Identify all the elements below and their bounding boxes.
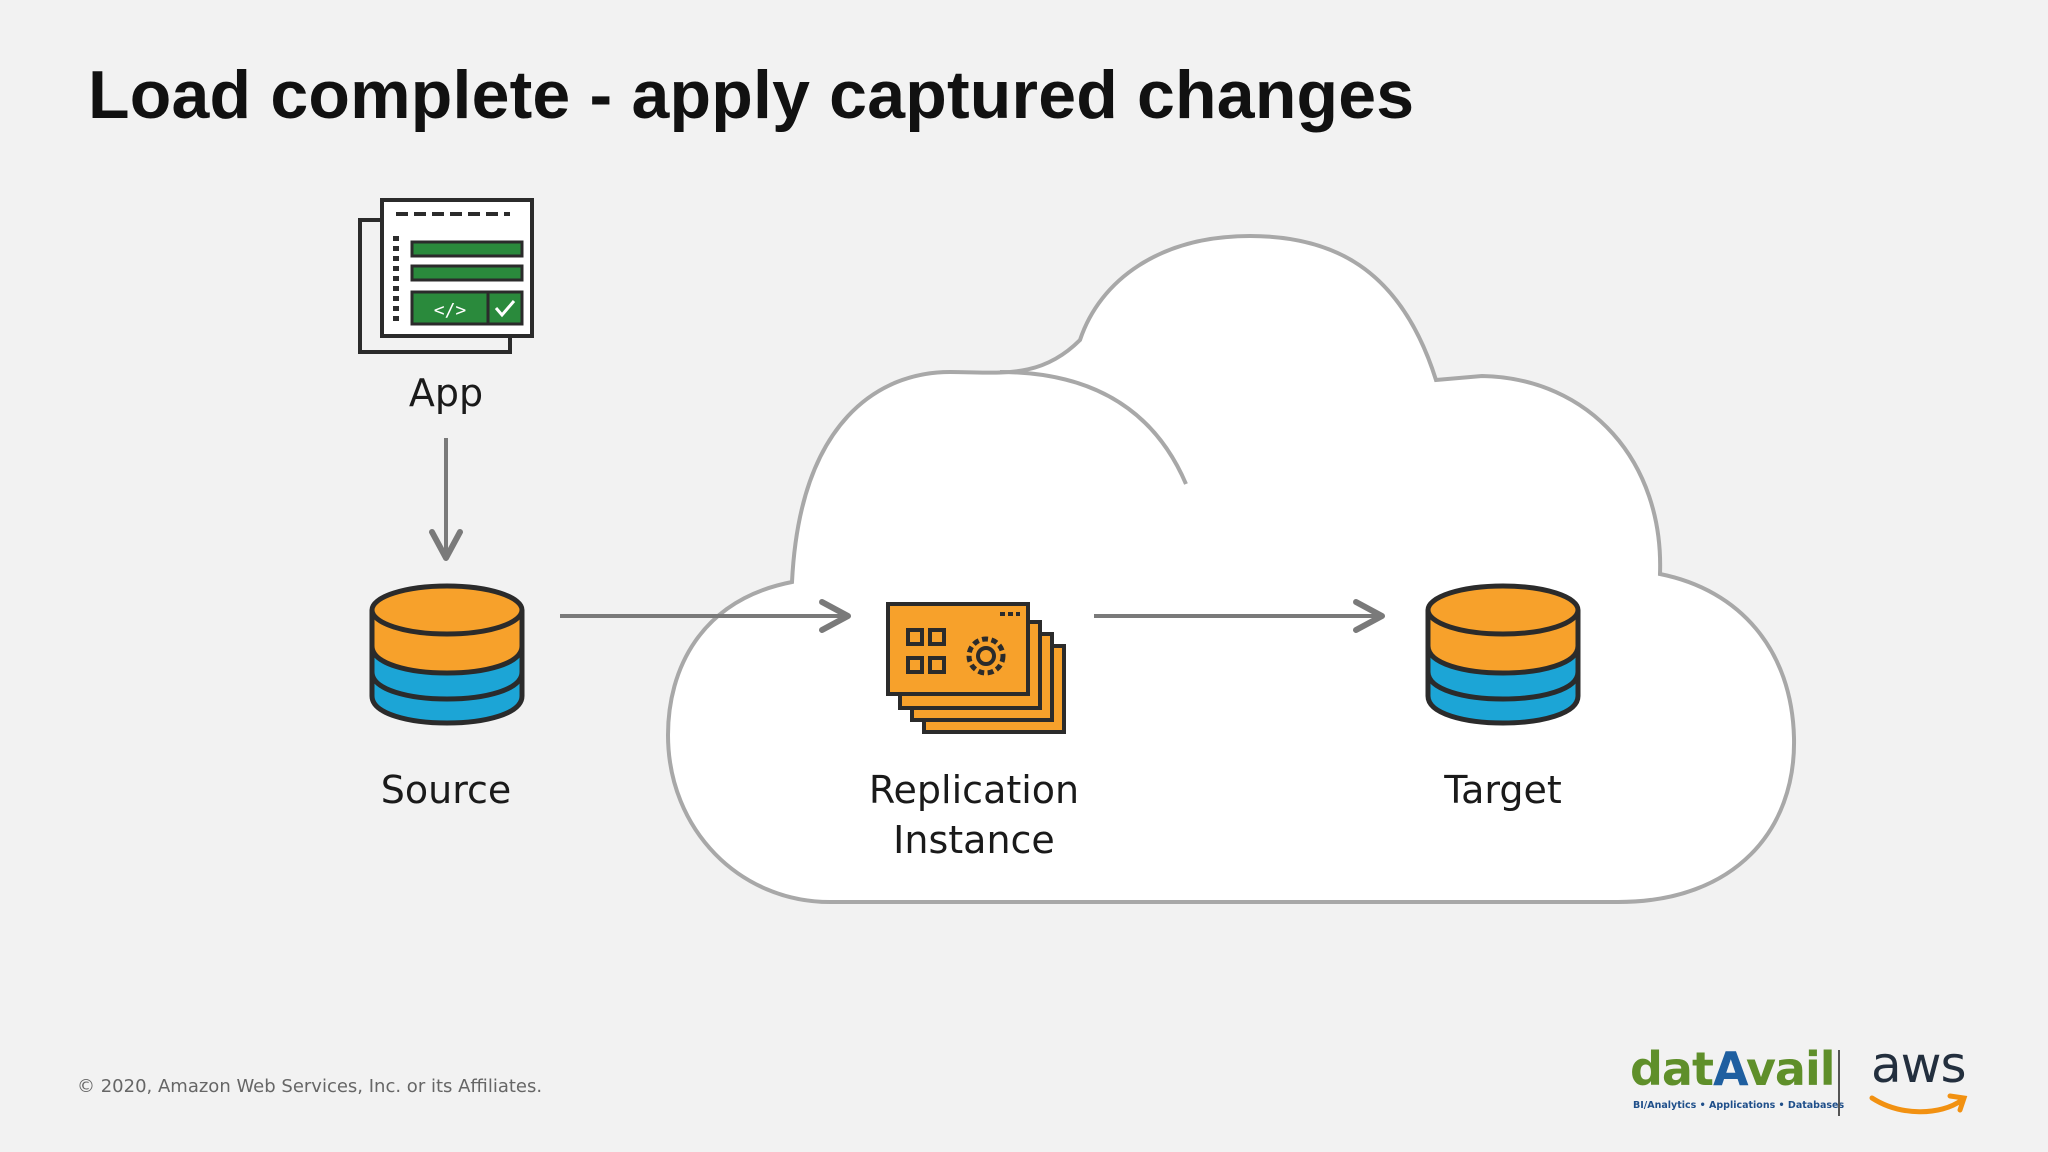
database-icon bbox=[1425, 583, 1581, 726]
copyright-text: © 2020, Amazon Web Services, Inc. or its… bbox=[77, 1076, 543, 1097]
datavail-logo: datAvail bbox=[1630, 1042, 1835, 1096]
app-window-icon: </> bbox=[358, 198, 534, 354]
svg-text:</>: </> bbox=[434, 300, 467, 321]
aws-smile-icon bbox=[1869, 1093, 1968, 1115]
datavail-logo-suffix: vail bbox=[1745, 1042, 1836, 1096]
cloud-icon bbox=[665, 233, 1797, 904]
logo-divider bbox=[1838, 1050, 1840, 1116]
replication-instance-icon bbox=[886, 602, 1066, 734]
datavail-tagline: BI/Analytics • Applications • Databases bbox=[1633, 1100, 1845, 1111]
replication-label-line2: Instance bbox=[893, 818, 1055, 862]
app-label: App bbox=[409, 371, 483, 415]
datavail-logo-prefix: dat bbox=[1630, 1042, 1714, 1096]
source-label: Source bbox=[381, 768, 512, 812]
aws-logo: aws bbox=[1871, 1036, 1967, 1094]
replication-label-line1: Replication bbox=[869, 768, 1079, 812]
page-title: Load complete - apply captured changes bbox=[88, 57, 1415, 133]
datavail-logo-accent: A bbox=[1712, 1042, 1747, 1096]
target-label: Target bbox=[1443, 768, 1562, 812]
database-icon bbox=[369, 583, 525, 726]
